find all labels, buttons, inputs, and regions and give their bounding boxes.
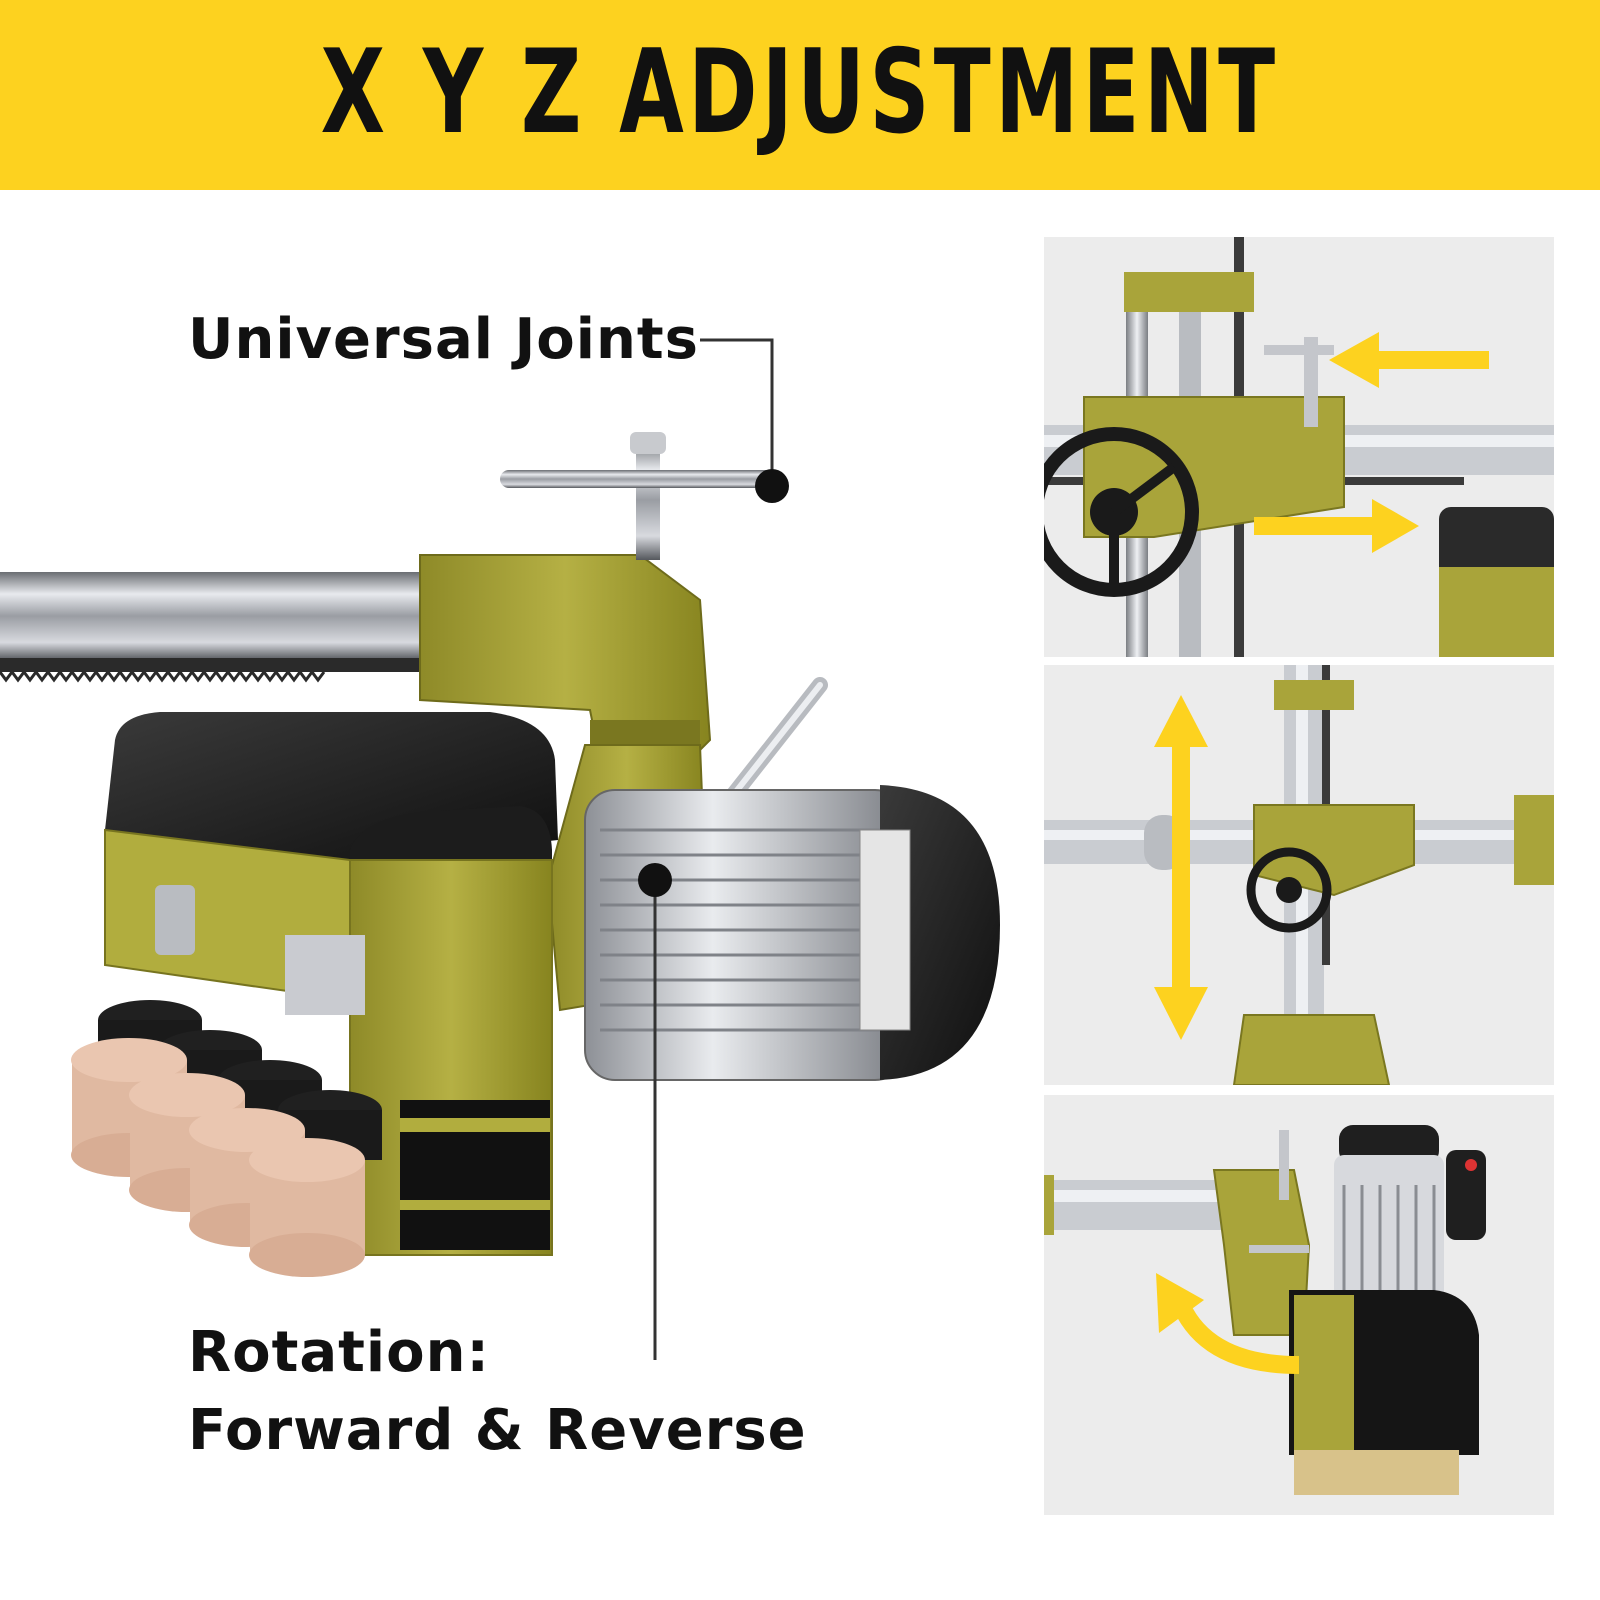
panel-vertical-adjustment [1044, 665, 1554, 1085]
panel-horizontal-adjustment [1044, 237, 1554, 657]
rack-teeth [0, 658, 420, 683]
horizontal-rod [0, 572, 440, 660]
motor [584, 785, 1000, 1081]
arrow-up-down-icon [1154, 695, 1208, 1040]
universal-joints-marker [755, 469, 789, 503]
forward-reverse-label: Forward & Reverse [188, 1398, 807, 1463]
page-title: X Y Z ADJUSTMENT [320, 25, 1280, 160]
panel-rotation-adjustment [1044, 1095, 1554, 1515]
feed-rollers [71, 885, 382, 1277]
curved-arrow-icon [1156, 1273, 1300, 1374]
rotation-label: Rotation: [188, 1320, 490, 1385]
power-feeder-illustration [0, 338, 1000, 1360]
arrow-right-icon [1254, 499, 1419, 553]
rotation-marker [638, 863, 672, 897]
arrow-left-icon [1329, 332, 1489, 388]
universal-joints-label: Universal Joints [188, 307, 699, 372]
universal-joints-leader [700, 338, 774, 486]
t-handle-top [500, 432, 780, 560]
header-banner: X Y Z ADJUSTMENT [0, 0, 1600, 190]
